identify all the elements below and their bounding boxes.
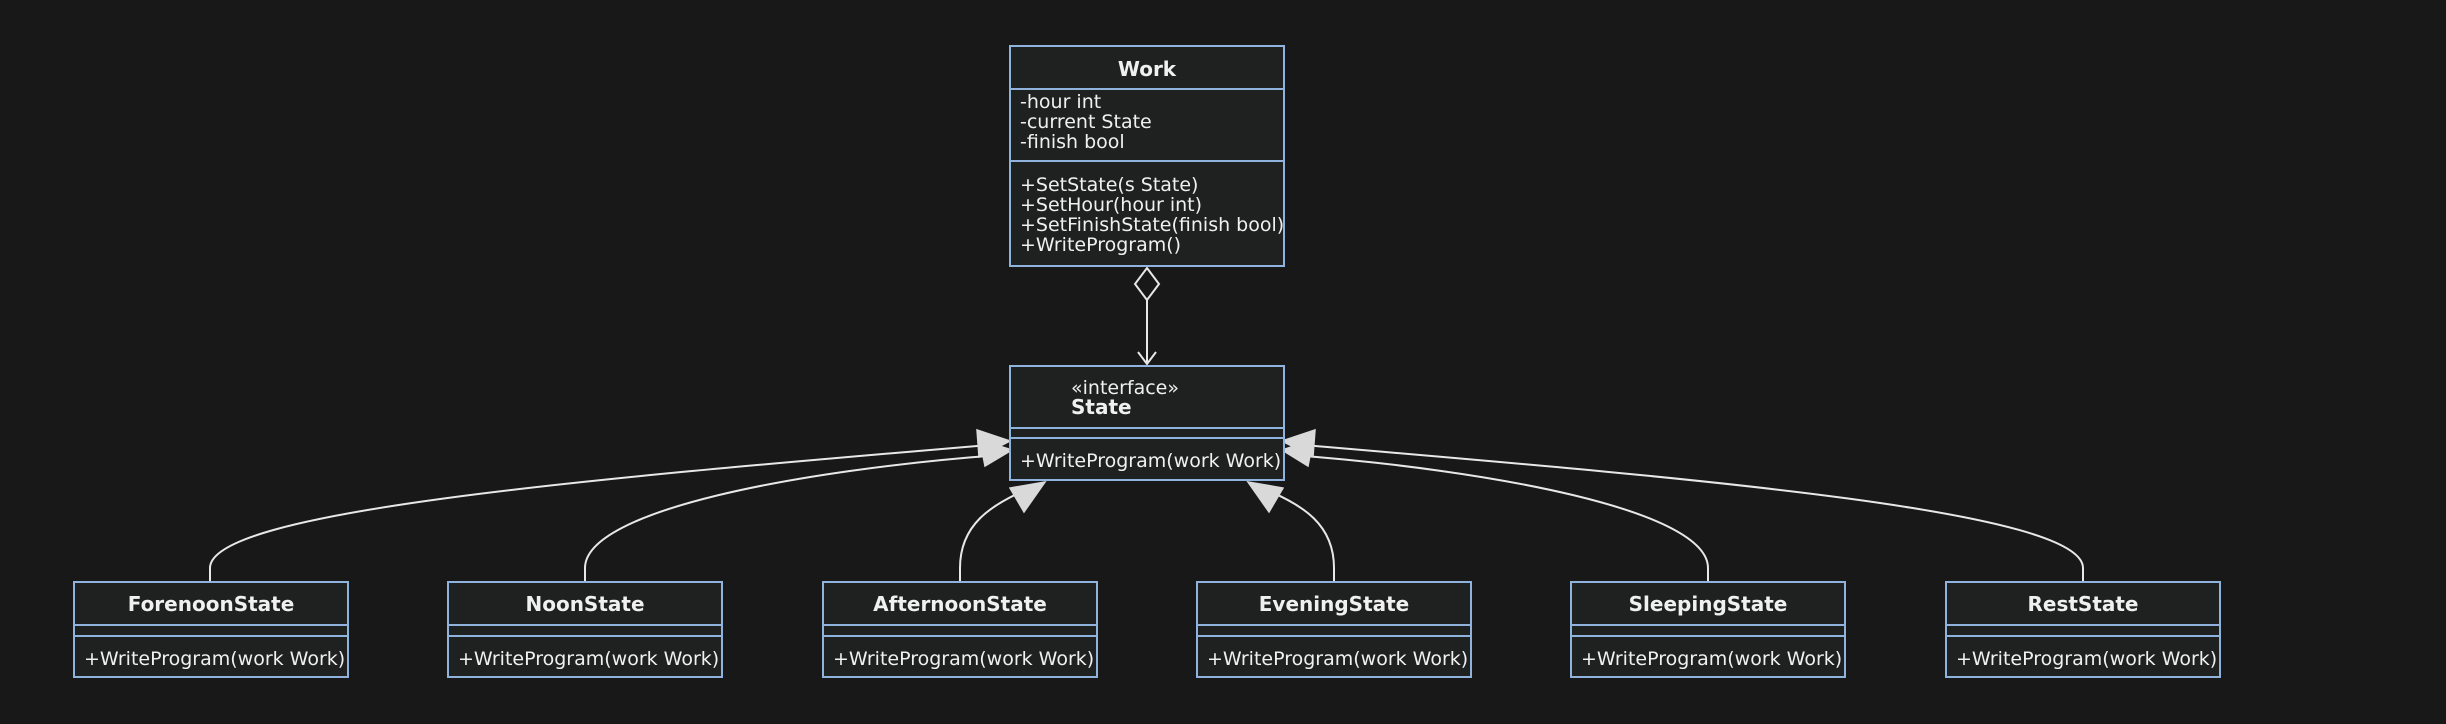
- class-box: [1196, 581, 1472, 678]
- class-name: State: [1071, 395, 1132, 419]
- class-box: [447, 581, 723, 678]
- method: +WriteProgram(work Work): [1956, 648, 2217, 670]
- realization-arrowhead: [1280, 428, 1316, 459]
- method: +WriteProgram(work Work): [1581, 648, 1842, 670]
- method: +WriteProgram(work Work): [833, 648, 1094, 670]
- class-work[interactable]: Work -hour int -current State -finish bo…: [1009, 45, 1285, 267]
- class-noonstate[interactable]: NoonState +WriteProgram(work Work): [447, 581, 723, 678]
- class-box: [1945, 581, 2221, 678]
- edges: [209, 266, 2084, 582]
- stereotype: «interface»: [1071, 377, 1179, 399]
- class-eveningstate[interactable]: EveningState +WriteProgram(work Work): [1196, 581, 1472, 678]
- method: +WriteProgram(work Work): [1207, 648, 1468, 670]
- method: +SetFinishState(finish bool): [1020, 214, 1284, 236]
- class-box: [1570, 581, 1846, 678]
- edge-forenoon-state: [209, 443, 1001, 582]
- realization-arrowhead: [979, 438, 1014, 468]
- class-name: RestState: [2027, 592, 2138, 616]
- edge-rest-state: [1291, 443, 2084, 582]
- attribute: -current State: [1020, 111, 1152, 133]
- class-sleepingstate[interactable]: SleepingState +WriteProgram(work Work): [1570, 581, 1846, 678]
- class-name: EveningState: [1259, 592, 1410, 616]
- attribute: -hour int: [1020, 91, 1101, 113]
- attribute: -finish bool: [1020, 131, 1125, 153]
- class-box: [822, 581, 1098, 678]
- method: +SetState(s State): [1020, 174, 1198, 196]
- aggregation-diamond: [1133, 266, 1161, 302]
- method: +WriteProgram(): [1020, 234, 1181, 256]
- method: +WriteProgram(work Work): [1020, 450, 1281, 472]
- realization-arrowhead: [1008, 480, 1047, 514]
- class-box: [1009, 365, 1285, 481]
- class-forenoonstate[interactable]: ForenoonState +WriteProgram(work Work): [73, 581, 349, 678]
- class-afternoonstate[interactable]: AfternoonState +WriteProgram(work Work): [822, 581, 1098, 678]
- class-name: SleepingState: [1629, 592, 1788, 616]
- class-box: [73, 581, 349, 678]
- method: +SetHour(hour int): [1020, 194, 1202, 216]
- edge-sleeping-state: [1291, 454, 1709, 582]
- class-name: NoonState: [525, 592, 644, 616]
- method: +WriteProgram(work Work): [84, 648, 345, 670]
- class-state[interactable]: «interface» State +WriteProgram(work Wor…: [1009, 365, 1285, 481]
- class-name: AfternoonState: [873, 592, 1047, 616]
- arrow-open-head: [1137, 351, 1157, 366]
- realization-arrowhead: [1246, 480, 1285, 514]
- class-name: Work: [1118, 57, 1177, 81]
- class-reststate[interactable]: RestState +WriteProgram(work Work): [1945, 581, 2221, 678]
- edge-noon-state: [584, 454, 1001, 582]
- class-name: ForenoonState: [128, 592, 295, 616]
- class-box: [1009, 45, 1285, 267]
- method: +WriteProgram(work Work): [458, 648, 719, 670]
